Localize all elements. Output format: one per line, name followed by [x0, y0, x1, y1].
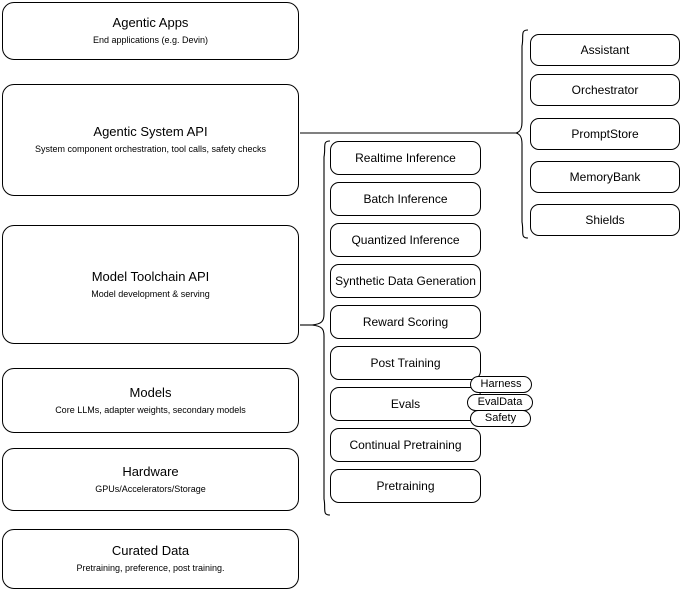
brace-toolchain-capabilities [311, 140, 331, 516]
layer-subtitle: End applications (e.g. Devin) [92, 35, 209, 45]
capability-quantized-inference[interactable]: Quantized Inference [330, 223, 481, 257]
brace-system-components [515, 29, 529, 239]
layer-subtitle: Core LLMs, adapter weights, secondary mo… [55, 404, 246, 415]
capability-evals[interactable]: Evals [330, 387, 481, 421]
layer-models[interactable]: Models Core LLMs, adapter weights, secon… [2, 368, 299, 433]
capability-label: Evals [390, 397, 421, 411]
layer-agentic-system-api[interactable]: Agentic System API System component orch… [2, 84, 299, 196]
capability-label: Realtime Inference [355, 151, 456, 165]
capability-label: Pretraining [376, 479, 435, 493]
capability-batch-inference[interactable]: Batch Inference [330, 182, 481, 216]
component-label: MemoryBank [569, 170, 641, 184]
layer-subtitle: GPUs/Accelerators/Storage [95, 483, 206, 494]
layer-subtitle: System component orchestration, tool cal… [34, 144, 267, 154]
component-assistant[interactable]: Assistant [530, 34, 680, 66]
component-label: PromptStore [571, 127, 639, 141]
layer-agentic-apps[interactable]: Agentic Apps End applications (e.g. Devi… [2, 2, 299, 60]
layer-subtitle: Model development & serving [91, 288, 210, 299]
layer-title: Agentic Apps [112, 15, 189, 30]
capability-label: Synthetic Data Generation [335, 274, 476, 288]
capability-label: Reward Scoring [362, 315, 449, 329]
capability-post-training[interactable]: Post Training [330, 346, 481, 380]
component-label: Orchestrator [571, 83, 639, 97]
capability-pretraining[interactable]: Pretraining [330, 469, 481, 503]
layer-title: Agentic System API [93, 124, 208, 139]
capability-label: Post Training [370, 356, 441, 370]
layer-curated-data[interactable]: Curated Data Pretraining, preference, po… [2, 529, 299, 589]
capability-synthetic-data-generation[interactable]: Synthetic Data Generation [330, 264, 481, 298]
capability-reward-scoring[interactable]: Reward Scoring [330, 305, 481, 339]
badge-safety[interactable]: Safety [470, 410, 531, 427]
component-shields[interactable]: Shields [530, 204, 680, 236]
component-promptstore[interactable]: PromptStore [530, 118, 680, 150]
badge-label: Harness [480, 378, 522, 390]
badge-label: Safety [484, 412, 517, 424]
badge-harness[interactable]: Harness [470, 376, 532, 393]
layer-title: Hardware [122, 463, 179, 479]
component-orchestrator[interactable]: Orchestrator [530, 74, 680, 106]
badge-evaldata[interactable]: EvalData [467, 394, 533, 411]
layer-title: Model Toolchain API [91, 268, 210, 284]
component-label: Assistant [580, 43, 630, 57]
layer-title: Models [129, 384, 172, 400]
layer-hardware[interactable]: Hardware GPUs/Accelerators/Storage [2, 448, 299, 511]
component-label: Shields [585, 213, 625, 227]
layer-subtitle: Pretraining, preference, post training. [76, 563, 225, 573]
capability-realtime-inference[interactable]: Realtime Inference [330, 141, 481, 175]
capability-continual-pretraining[interactable]: Continual Pretraining [330, 428, 481, 462]
capability-label: Batch Inference [363, 192, 448, 206]
capability-label: Quantized Inference [351, 233, 460, 247]
layer-title: Curated Data [111, 543, 190, 558]
capability-label: Continual Pretraining [349, 438, 462, 452]
component-memorybank[interactable]: MemoryBank [530, 161, 680, 193]
badge-label: EvalData [477, 396, 523, 408]
layer-model-toolchain-api[interactable]: Model Toolchain API Model development & … [2, 225, 299, 344]
